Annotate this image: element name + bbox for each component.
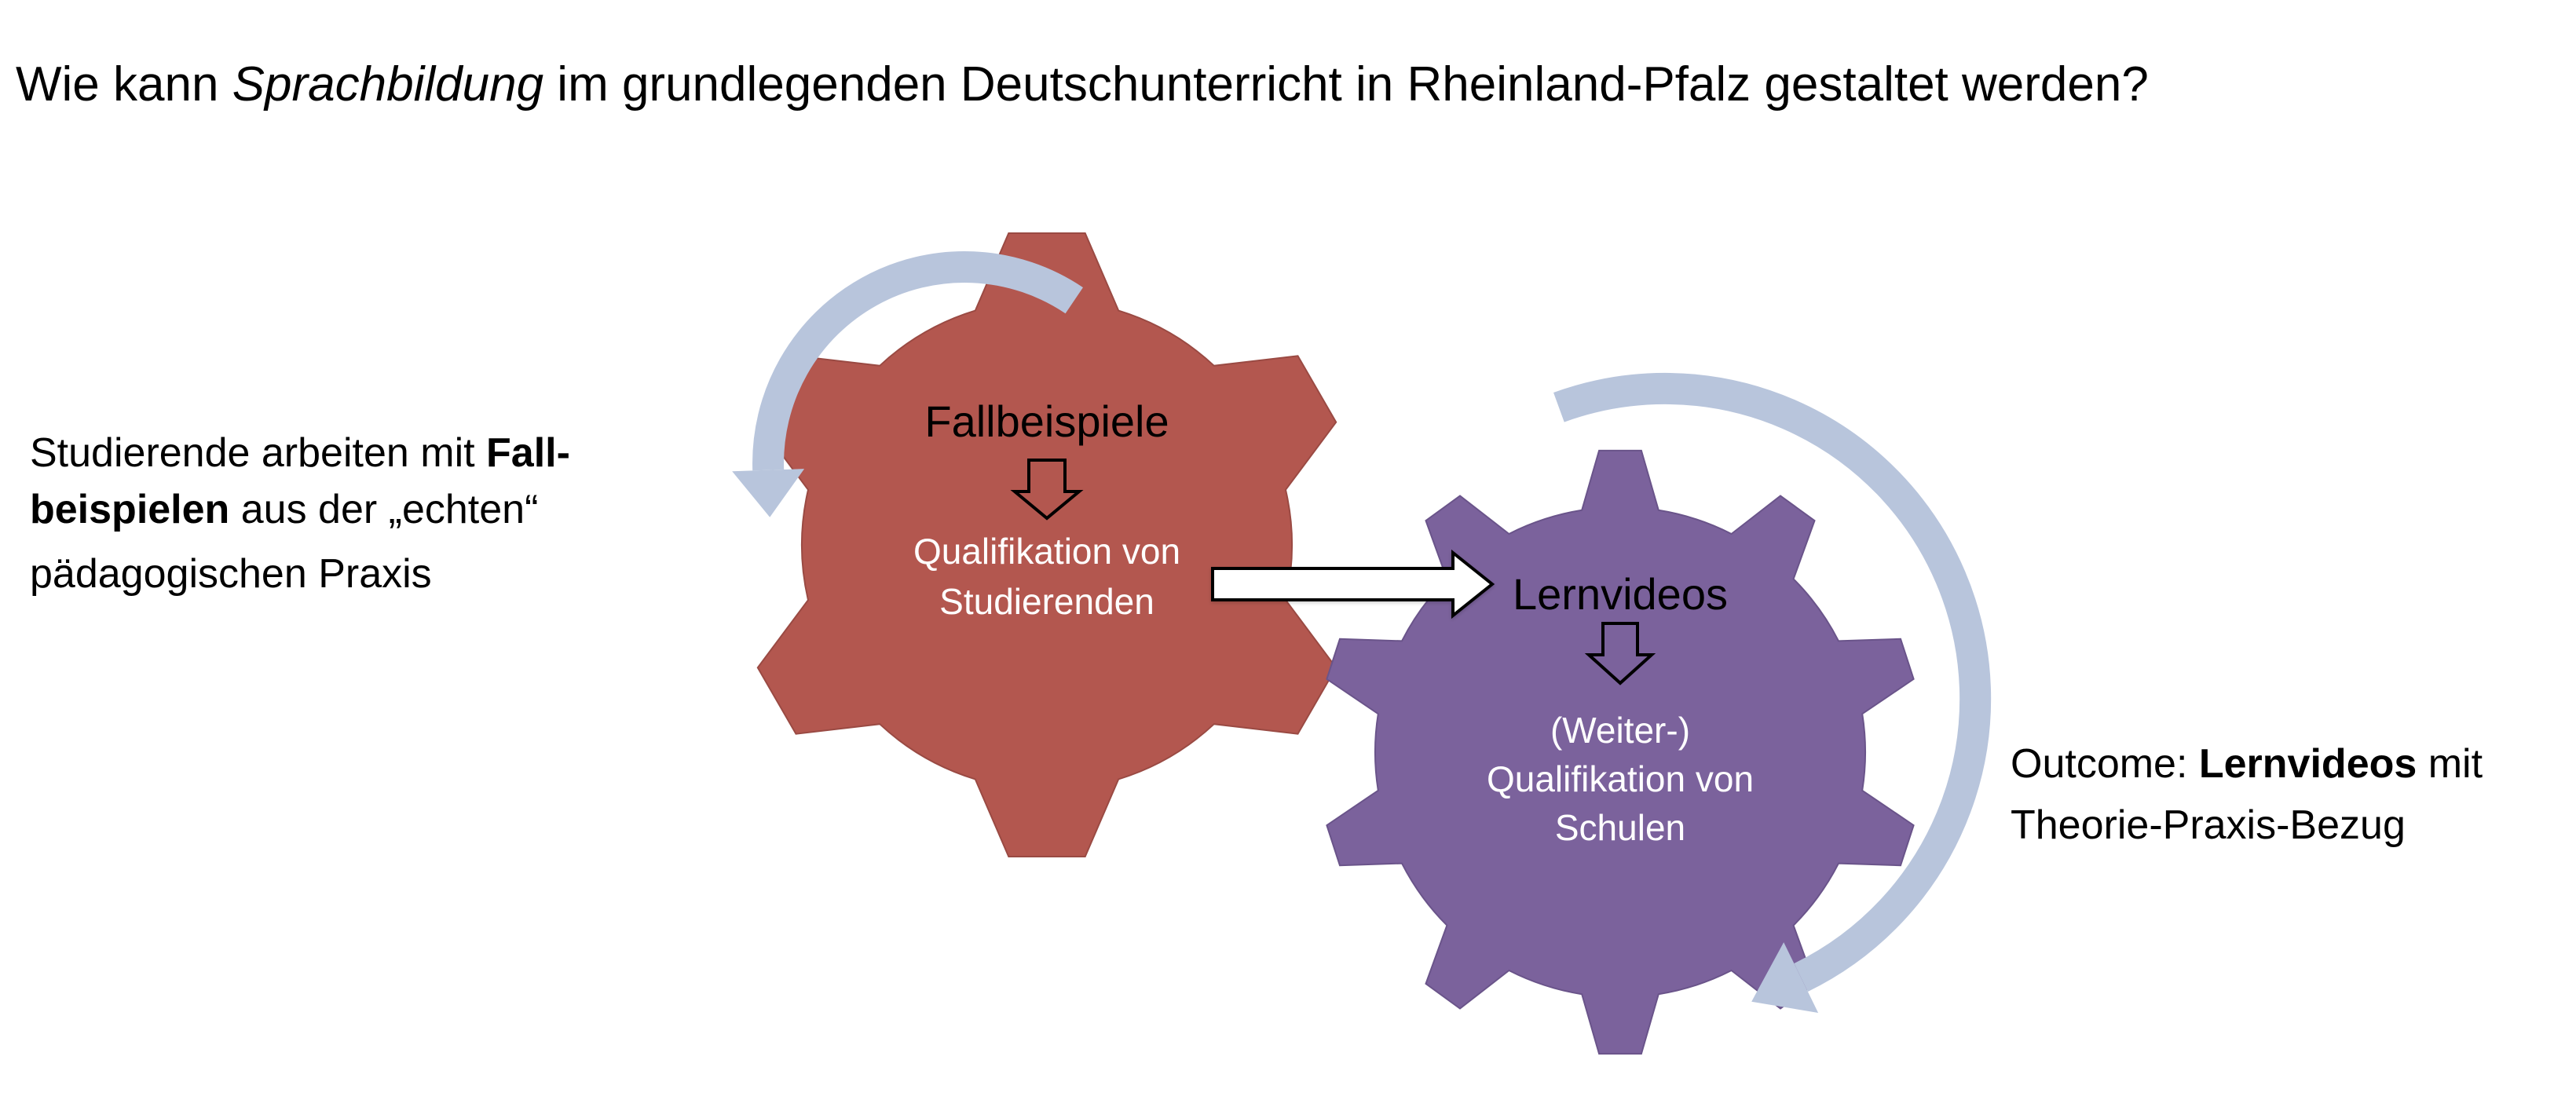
right-note-line2: Theorie-Praxis-Bezug: [2011, 802, 2406, 848]
purple-gear-line3: Schulen: [1555, 807, 1685, 848]
down-arrow-outline-icon: [1584, 622, 1656, 685]
purple-gear-line2: Qualifikation von: [1487, 758, 1754, 799]
left-note-line1: Studierende arbeiten mit Fall-: [30, 430, 570, 476]
left-note-line3: pädagogischen Praxis: [30, 551, 432, 597]
red-gear-line1: Qualifikation von: [913, 531, 1180, 572]
purple-gear-line1: (Weiter-): [1550, 710, 1690, 751]
red-gear: [756, 232, 1337, 857]
purple-gear-heading: Lernvideos: [1513, 569, 1728, 619]
right-note: Outcome: Lernvideos mit Theorie-Praxis-B…: [2011, 741, 2483, 848]
cycle-arrow-left: [732, 251, 1083, 517]
left-note: Studierende arbeiten mit Fall- beispiele…: [30, 430, 570, 597]
page-title: Wie kann Sprachbildung im grundlegenden …: [16, 57, 2149, 111]
red-gear-line2: Studierenden: [939, 581, 1154, 622]
left-note-line2: beispielen aus der „echten“: [30, 487, 538, 532]
red-gear-heading: Fallbeispiele: [924, 397, 1169, 446]
cycle-arrow-right: [1553, 372, 1992, 1013]
right-arrow-outline-icon: [1211, 549, 1495, 619]
purple-gear: [1326, 449, 1915, 1055]
right-note-line1: Outcome: Lernvideos mit: [2011, 741, 2483, 787]
down-arrow-outline-icon: [1010, 459, 1084, 521]
